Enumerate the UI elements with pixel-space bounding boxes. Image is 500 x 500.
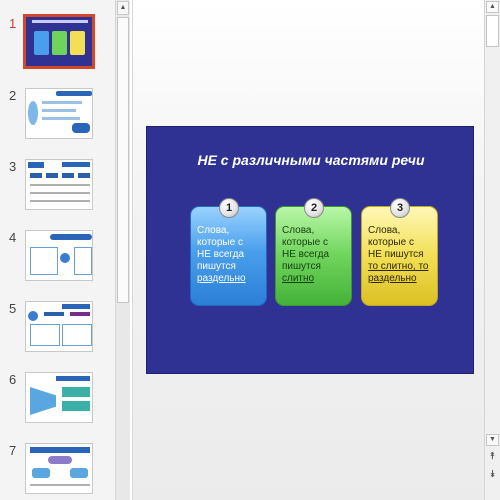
slide-number: 3 xyxy=(9,159,17,174)
card-text-line: пишутся xyxy=(282,261,321,272)
card-text-line: пишутся xyxy=(197,261,236,272)
card-text-line: которые с xyxy=(282,237,328,248)
card-number-badge: 2 xyxy=(304,198,324,218)
card-emphasis: раздельно xyxy=(368,273,417,284)
scroll-thumb[interactable] xyxy=(486,15,499,47)
thumbnail-image[interactable] xyxy=(25,88,93,139)
thumbnail-image[interactable] xyxy=(25,159,93,210)
thumbnail-image[interactable] xyxy=(25,230,93,281)
slide-number: 2 xyxy=(9,88,17,103)
card-together[interactable]: 2 Слова, которые с НЕ всегда пишутся сли… xyxy=(275,198,352,306)
thumbnail-image[interactable] xyxy=(25,443,93,494)
card-number-badge: 3 xyxy=(390,198,410,218)
card-text-line: Слова, xyxy=(368,225,401,236)
thumbnail-scrollbar[interactable]: ▲ xyxy=(115,0,130,500)
card-number-badge: 1 xyxy=(219,198,239,218)
previous-slide-icon[interactable]: ⯭ xyxy=(489,451,496,462)
next-slide-icon[interactable]: ⯯ xyxy=(489,469,496,480)
slide-number: 6 xyxy=(9,372,17,387)
slide-number: 1 xyxy=(9,16,17,31)
slide-number: 5 xyxy=(9,301,17,316)
card-text-line: НЕ всегда xyxy=(282,249,330,260)
card-emphasis: раздельно xyxy=(197,273,246,284)
thumbnail-image[interactable] xyxy=(23,14,95,69)
scroll-thumb[interactable] xyxy=(117,17,129,303)
card-text-line: НЕ пишутся xyxy=(368,249,424,260)
card-text-line: Слова, xyxy=(282,225,315,236)
card-emphasis: то слитно, то xyxy=(368,261,429,272)
slide-number: 7 xyxy=(9,443,17,458)
scroll-down-icon[interactable]: ▼ xyxy=(486,434,499,446)
current-slide[interactable]: НЕ с различными частями речи 1 Слова, ко… xyxy=(146,126,474,374)
slide-thumbnail-pane: 1 2 3 xyxy=(0,0,115,500)
scroll-up-icon[interactable]: ▲ xyxy=(117,1,129,15)
card-emphasis: слитно xyxy=(282,273,315,284)
editor-scrollbar[interactable]: ▲ ▼ ⯭ ⯯ xyxy=(484,0,500,500)
card-text-line: НЕ всегда xyxy=(197,249,245,260)
scroll-up-icon[interactable]: ▲ xyxy=(486,1,499,13)
card-separately[interactable]: 1 Слова, которые с НЕ всегда пишутся раз… xyxy=(190,198,267,306)
slide-number: 4 xyxy=(9,230,17,245)
card-both[interactable]: 3 Слова, которые с НЕ пишутся то слитно,… xyxy=(361,198,438,306)
slide-title[interactable]: НЕ с различными частями речи xyxy=(197,152,425,168)
thumbnail-image[interactable] xyxy=(25,372,93,423)
card-text-line: которые с xyxy=(368,237,414,248)
thumbnail-image[interactable] xyxy=(25,301,93,352)
card-text-line: которые с xyxy=(197,237,243,248)
card-text-line: Слова, xyxy=(197,225,230,236)
